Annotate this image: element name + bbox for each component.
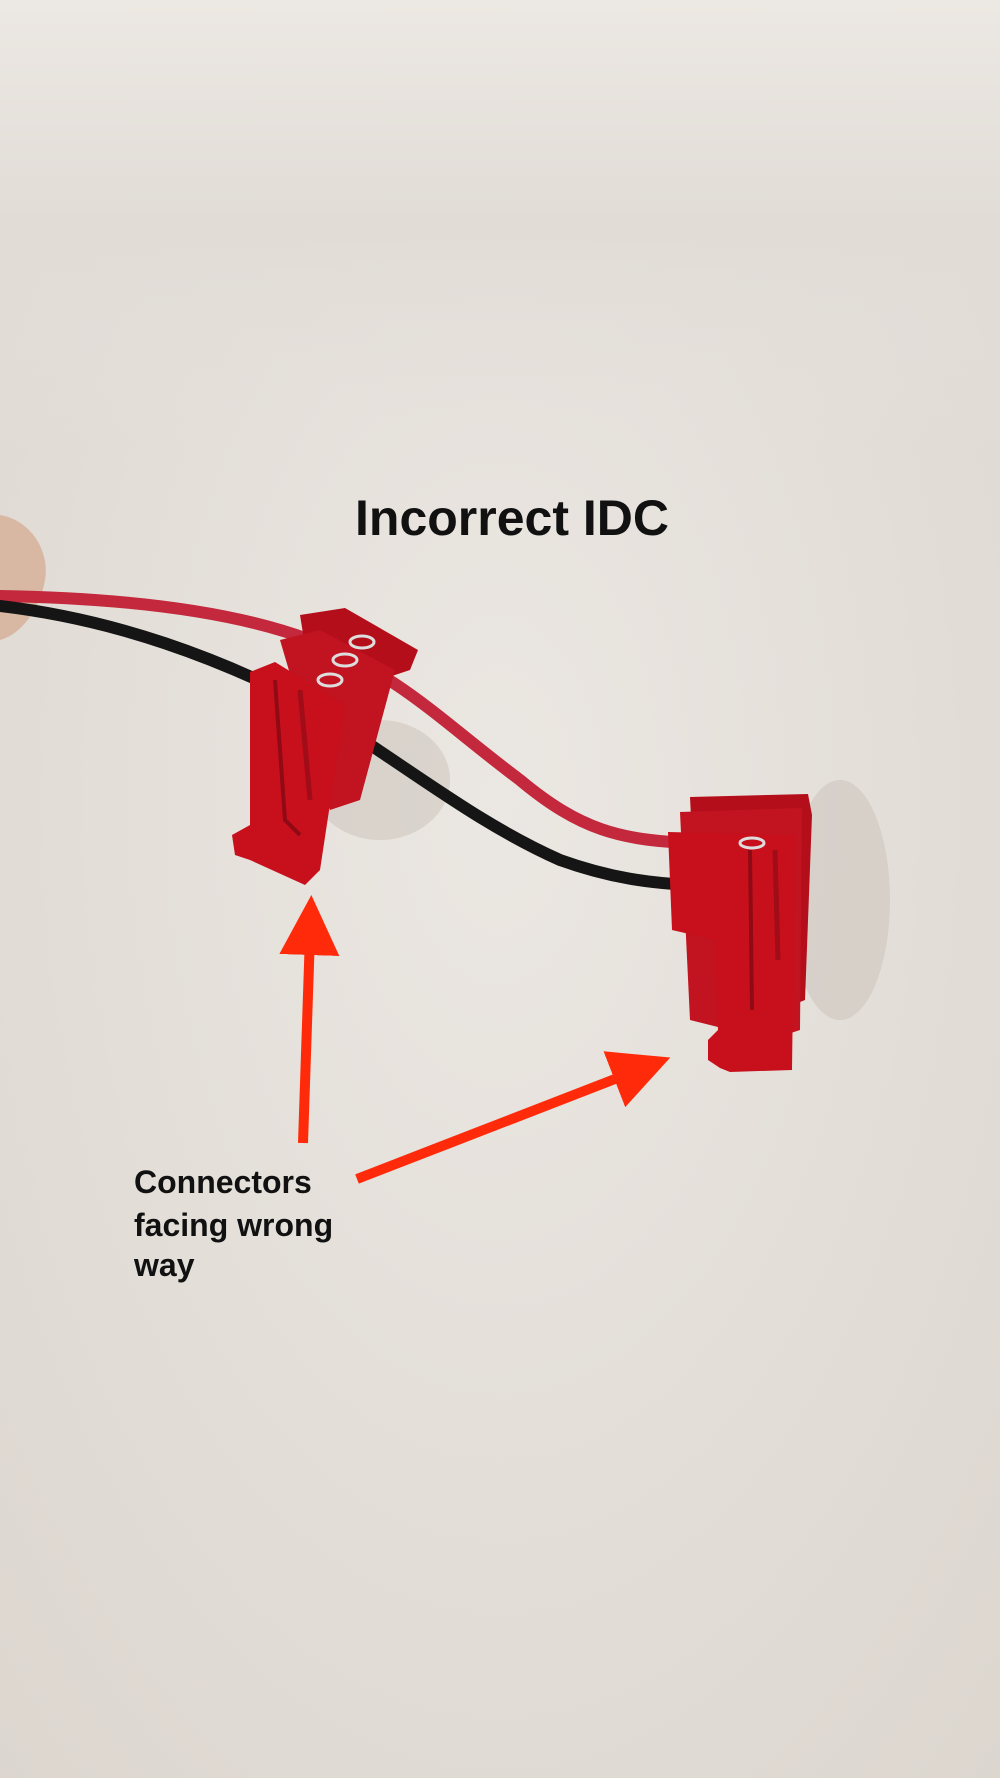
black-wire — [0, 600, 696, 891]
annotation-line-2: facing wrong — [134, 1207, 333, 1243]
idc-connector-right — [668, 794, 812, 1072]
arrow-to-left-connector — [279, 895, 340, 1144]
annotation-line-3: way — [133, 1247, 195, 1283]
annotation-line-1: Connectors — [134, 1164, 312, 1200]
arrow-to-right-connector — [355, 1051, 671, 1184]
idc-connector-left — [232, 608, 418, 885]
title: Incorrect IDC — [355, 490, 669, 546]
background-shade — [0, 0, 1000, 900]
connector-shadow — [790, 780, 890, 1020]
red-wire — [0, 590, 696, 849]
